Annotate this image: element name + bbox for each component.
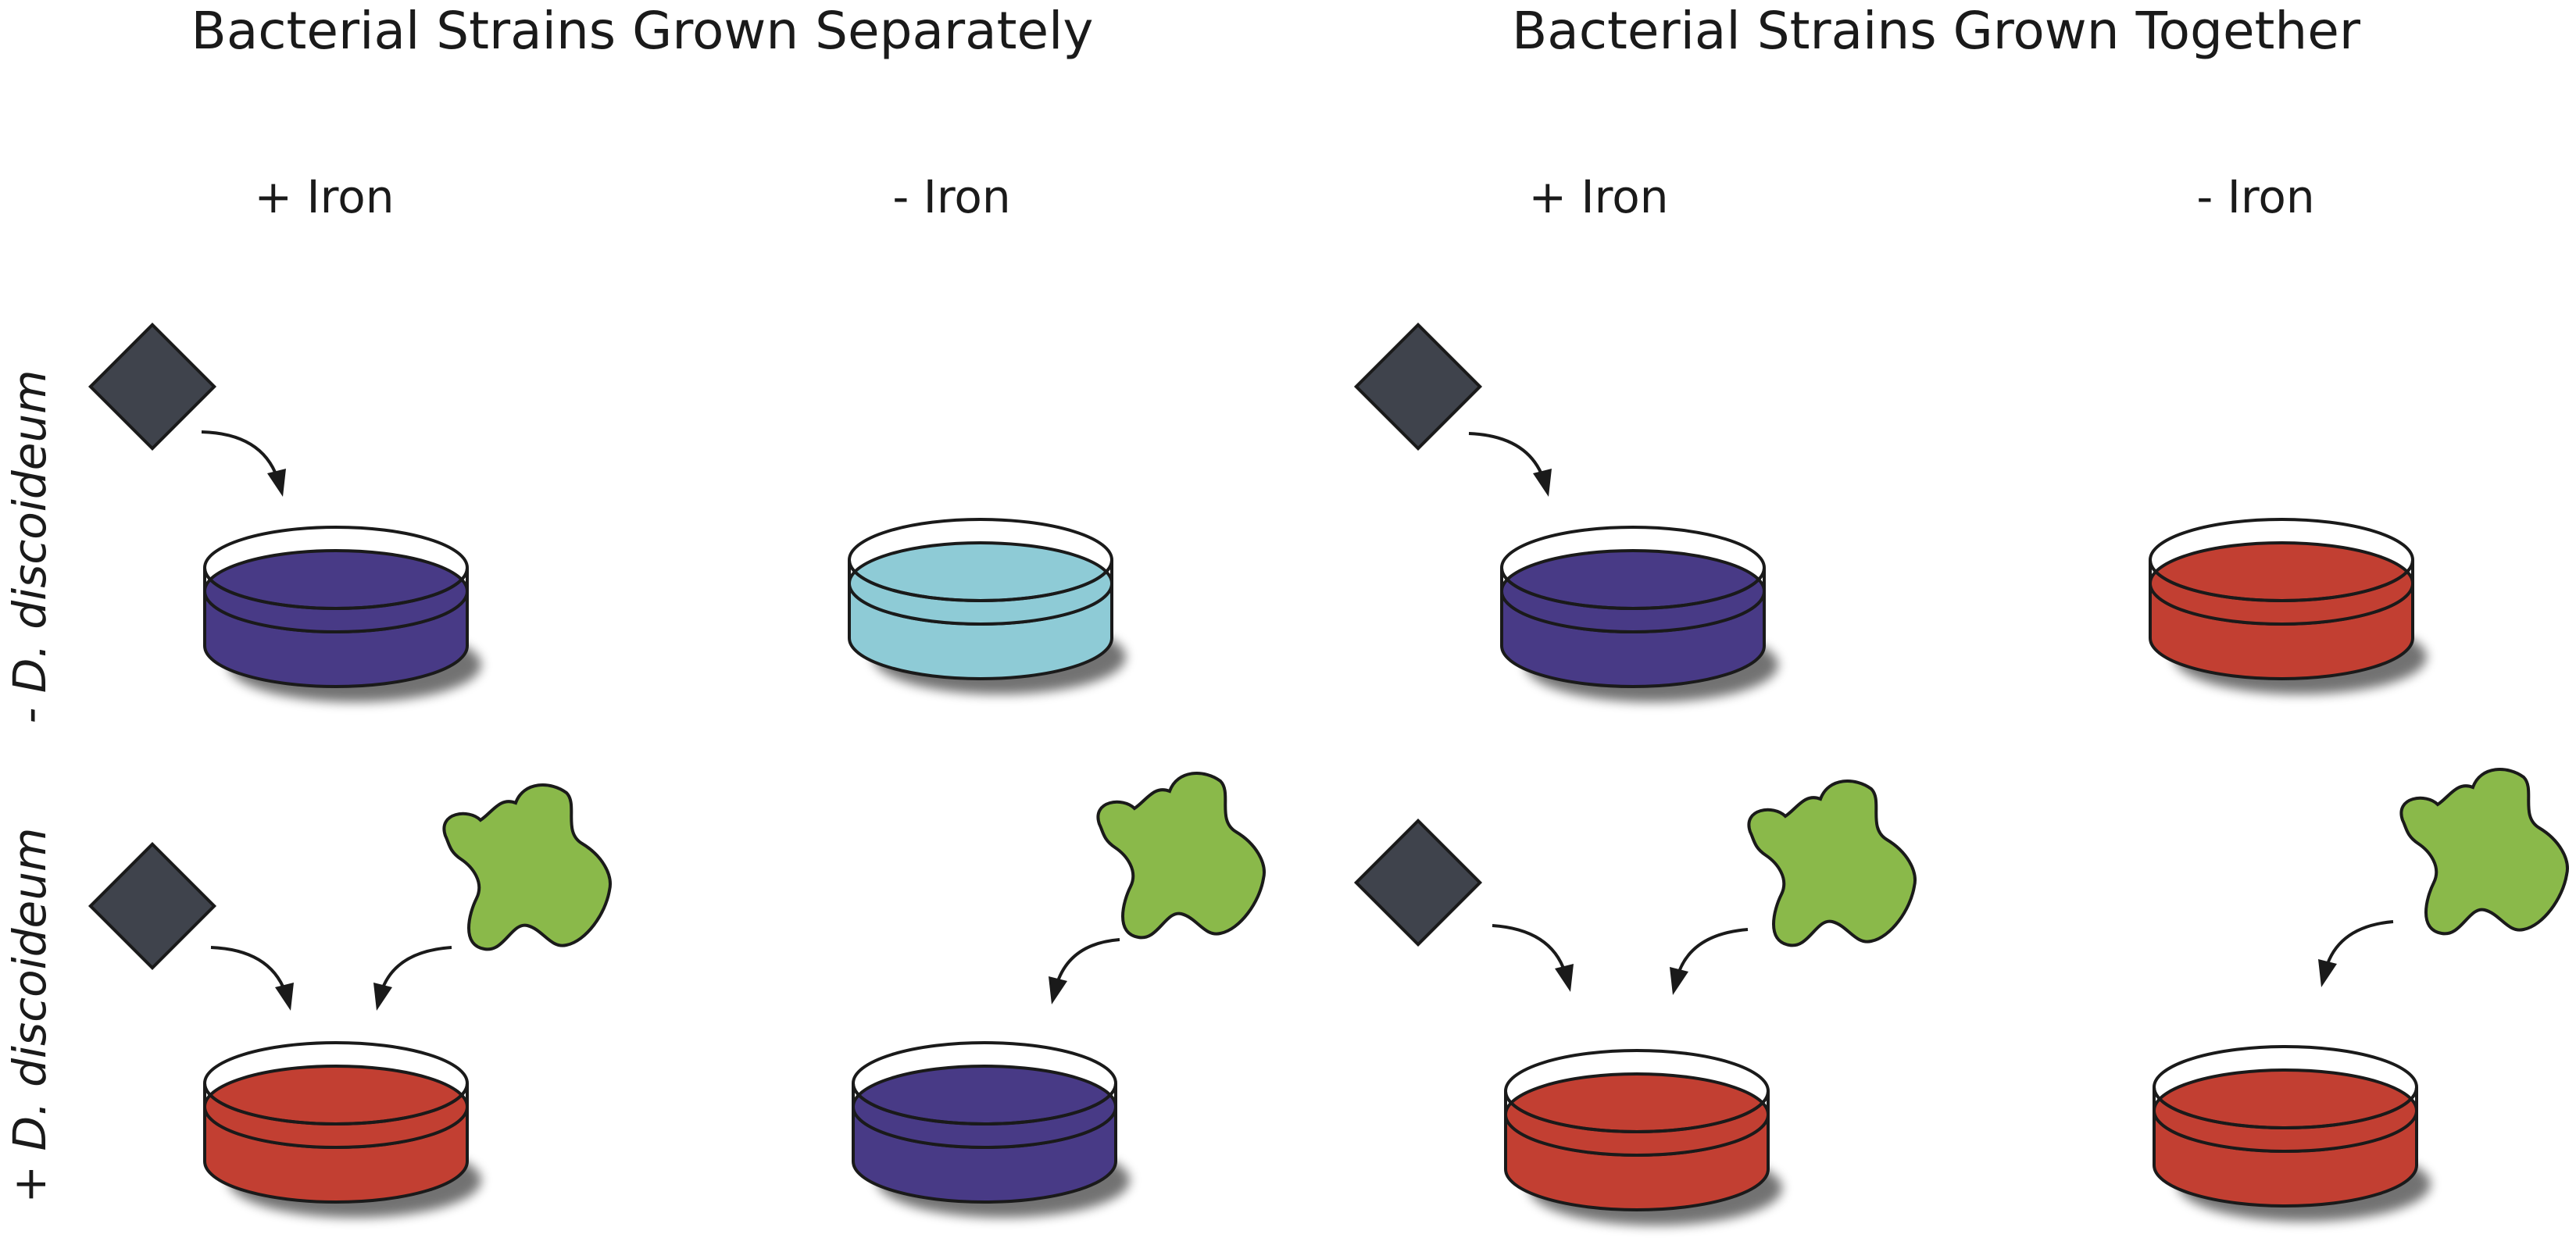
- iron-diamond-icon: [1353, 818, 1483, 947]
- dish-liquid-surface: [2149, 541, 2414, 626]
- arrow-icon: [1049, 938, 1120, 1004]
- arrow-icon: [1492, 924, 1574, 992]
- row-header-plus-dictyostelium: + D. discoideum: [3, 828, 56, 1204]
- column-header-minus-iron-separate: - Iron: [892, 170, 1010, 223]
- dish-rim-front: [2153, 1086, 2418, 1129]
- petri-dish-r2c1: [203, 1041, 481, 1218]
- iron-diamond-icon: [88, 322, 217, 451]
- column-header-minus-iron-together: - Iron: [2196, 170, 2314, 223]
- heading-grown-separately: Bacterial Strains Grown Separately: [191, 1, 1094, 61]
- arrow-icon: [1468, 432, 1552, 497]
- dish-liquid-surface: [1504, 1072, 1770, 1157]
- dish-rim-front: [848, 559, 1113, 602]
- row-header-minus-dictyostelium: - D. discoideum: [3, 369, 56, 723]
- dish-rim-front: [2149, 559, 2414, 602]
- dish-rim-front: [203, 1083, 469, 1125]
- arrow-icon: [201, 430, 286, 497]
- dish-liquid-surface: [203, 1065, 469, 1149]
- arrow-icon: [1670, 928, 1749, 995]
- petri-dish-r1c1: [203, 526, 481, 702]
- petri-dish-r1c4: [2149, 518, 2427, 694]
- arrow-icon: [210, 946, 294, 1011]
- petri-dish-r1c3: [1500, 526, 1778, 702]
- dish-rim-front: [1504, 1090, 1770, 1133]
- dish-liquid-surface: [848, 541, 1113, 626]
- dish-liquid-surface: [203, 549, 469, 633]
- dish-liquid-surface: [852, 1065, 1117, 1149]
- dish-rim-front: [1500, 567, 1766, 610]
- arrow-icon: [373, 946, 452, 1011]
- dish-rim-front: [852, 1083, 1117, 1125]
- amoeba-icon: [1096, 772, 1266, 940]
- dish-rim-front: [203, 567, 469, 610]
- column-header-plus-iron-separate: + Iron: [255, 170, 395, 223]
- dish-liquid-surface: [1500, 549, 1766, 633]
- amoeba-icon: [2399, 768, 2569, 936]
- iron-diamond-icon: [1353, 322, 1483, 451]
- petri-dish-r2c3: [1504, 1049, 1782, 1225]
- petri-dish-r1c2: [848, 518, 1126, 694]
- amoeba-icon: [442, 783, 612, 951]
- petri-dish-r2c2: [852, 1041, 1130, 1218]
- petri-dish-r2c4: [2153, 1045, 2431, 1222]
- amoeba-icon: [1747, 779, 1917, 947]
- column-header-plus-iron-together: + Iron: [1529, 170, 1669, 223]
- dish-liquid-surface: [2153, 1068, 2418, 1153]
- heading-grown-together: Bacterial Strains Grown Together: [1512, 1, 2361, 61]
- arrow-icon: [2318, 920, 2394, 987]
- iron-diamond-icon: [88, 841, 217, 971]
